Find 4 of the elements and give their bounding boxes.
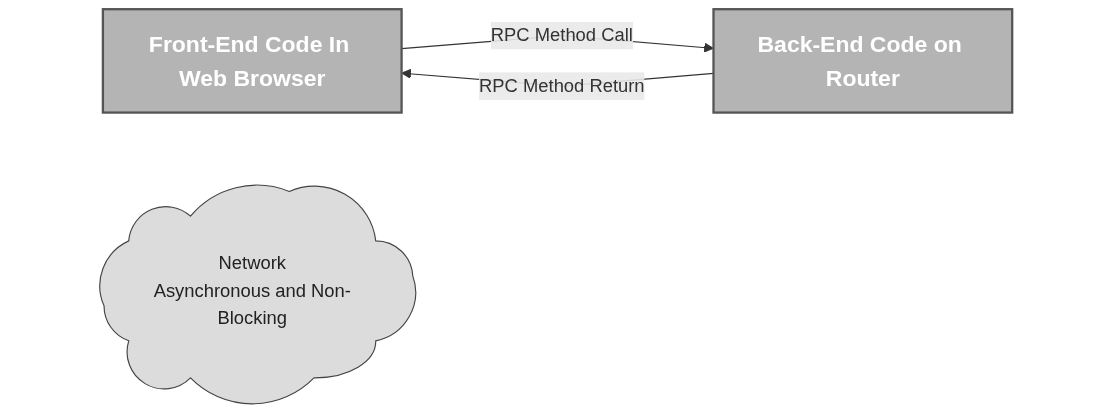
edge-label: RPC Method Return xyxy=(479,75,645,96)
node-box: Front-End Code In Web Browser xyxy=(101,8,403,114)
edge-label: RPC Method Call xyxy=(490,25,633,45)
node-box: Back-End Code on Router xyxy=(712,8,1014,114)
